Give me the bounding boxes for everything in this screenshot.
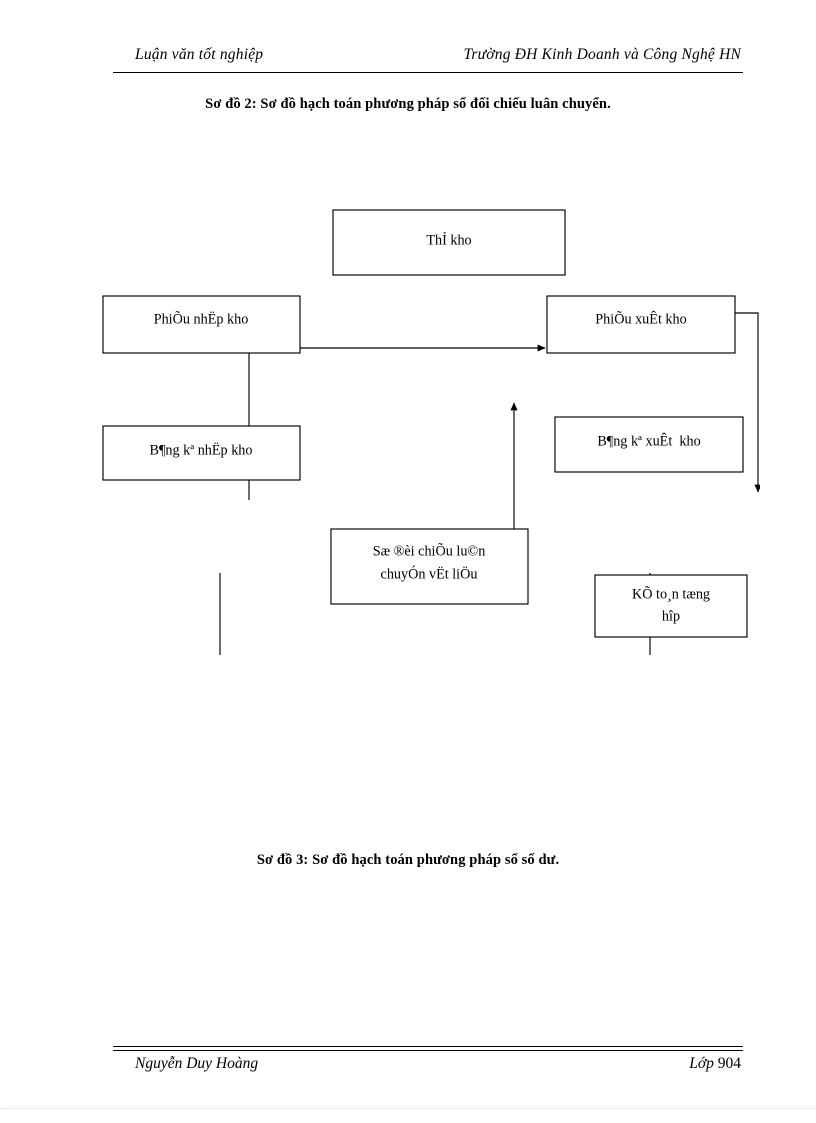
- node-so-doi-chieu-line1: Sæ ®èi chiÕu lu©n: [373, 542, 486, 559]
- footer-author: Nguyễn Duy Hoàng: [135, 1055, 259, 1072]
- node-phieu-xuat-kho: PhiÕu xuÊt kho: [546, 295, 736, 354]
- running-header: Luận văn tốt nghiệp Trường ĐH Kinh Doanh…: [113, 46, 743, 64]
- node-ke-toan-line1: KÕ to¸n tæng: [632, 585, 710, 602]
- scan-edge-artifact: [0, 1108, 816, 1109]
- running-footer: Nguyễn Duy Hoàng Lớp 904: [113, 1055, 743, 1073]
- caption-diagram-2: Sơ đồ 2: Sơ đồ hạch toán phương pháp sổ …: [205, 96, 611, 112]
- node-so-doi-chieu-line2: chuyÓn vËt liÖu: [381, 565, 478, 582]
- node-ke-toan-line2: hîp: [662, 608, 680, 624]
- node-the-kho: ThỈ kho: [332, 209, 566, 276]
- footer-divider-bottom: [113, 1050, 743, 1051]
- header-divider: [113, 72, 743, 73]
- node-bang-ke-xuat-kho-label: B¶ng kª xuÊt kho: [597, 432, 700, 449]
- caption-diagram-3: Sơ đồ 3: Sơ đồ hạch toán phương pháp sổ …: [256, 852, 560, 868]
- node-bang-ke-xuat-kho: B¶ng kª xuÊt kho: [554, 416, 744, 473]
- node-bang-ke-nhap-kho-label: B¶ng kª nhËp kho: [150, 441, 253, 458]
- flowchart-diagram-2: ThỈ kho PhiÕu nhËp kho PhiÕu xuÊt kho B¶…: [90, 195, 760, 655]
- node-phieu-nhap-kho-label: PhiÕu nhËp kho: [154, 310, 249, 327]
- header-left-text: Luận văn tốt nghiệp: [135, 46, 264, 63]
- header-right-text: Trường ĐH Kinh Doanh và Công Nghệ HN: [463, 46, 741, 63]
- node-so-doi-chieu-luan-chuyen: Sæ ®èi chiÕu lu©n chuyÓn vËt liÖu: [330, 528, 529, 605]
- node-the-kho-label: ThỈ kho: [426, 231, 471, 248]
- footer-class-value: 904: [717, 1055, 741, 1072]
- footer-class: Lớp 904: [689, 1055, 743, 1073]
- node-phieu-xuat-kho-label: PhiÕu xuÊt kho: [595, 310, 686, 327]
- node-ke-toan-tong-hop: KÕ to¸n tæng hîp: [594, 574, 748, 638]
- node-phieu-nhap-kho: PhiÕu nhËp kho: [102, 295, 301, 354]
- footer-divider-top: [113, 1046, 743, 1047]
- footer-class-label: Lớp: [689, 1055, 714, 1072]
- node-bang-ke-nhap-kho: B¶ng kª nhËp kho: [102, 425, 301, 481]
- flowchart-svg: ThỈ kho PhiÕu nhËp kho PhiÕu xuÊt kho B¶…: [102, 209, 760, 655]
